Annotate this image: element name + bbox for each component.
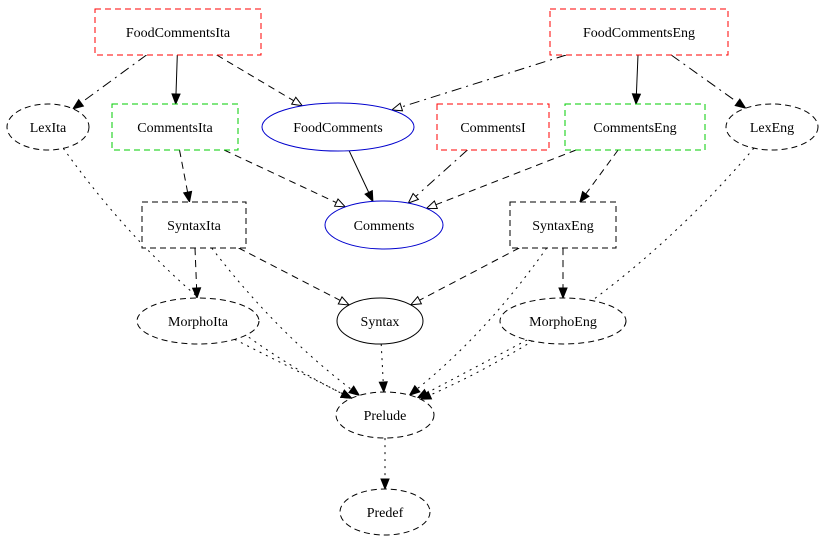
edge-FoodCommentsIta-CommentsIta: [175, 54, 178, 95]
FoodCommentsEng-shape: [549, 8, 729, 56]
edge-FoodComments-Comments: [348, 150, 370, 193]
edge-LexIta-Prelude: [62, 148, 343, 395]
edges-layer: [62, 54, 755, 491]
node-Syntax: Syntax: [336, 297, 424, 345]
arrowhead-filled-CommentsIta-SyntaxIta: [182, 190, 193, 204]
arrowhead-filled-MorphoEng-Prelude: [416, 388, 430, 399]
edge-SyntaxEng-Syntax: [419, 247, 520, 301]
Comments-label: Comments: [354, 219, 415, 234]
arrowhead-open-SyntaxEng-Syntax: [409, 295, 423, 306]
MorphoEng-shape: [499, 297, 627, 345]
arrowhead-filled-SyntaxEng-Prelude: [408, 384, 421, 396]
node-FoodComments: FoodComments: [261, 102, 415, 152]
MorphoIta-shape: [136, 297, 260, 345]
edge-Syntax-Prelude: [380, 343, 384, 383]
arrowhead-open-FoodCommentsEng-FoodComments: [390, 102, 404, 112]
LexIta-label: LexIta: [30, 121, 67, 136]
node-SyntaxEng: SyntaxEng: [509, 201, 617, 249]
node-FoodCommentsIta: FoodCommentsIta: [94, 8, 262, 56]
CommentsIta-shape: [111, 103, 239, 151]
node-Predef: Predef: [339, 488, 431, 536]
node-CommentsEng: CommentsEng: [564, 103, 706, 151]
node-MorphoIta: MorphoIta: [136, 297, 260, 345]
SyntaxIta-label: SyntaxIta: [167, 219, 221, 234]
LexEng-shape: [725, 103, 819, 151]
edge-FoodCommentsEng-FoodComments: [401, 54, 567, 108]
arrowhead-filled-FoodCommentsIta-CommentsIta: [171, 93, 181, 106]
edge-CommentsIta-SyntaxIta: [179, 149, 189, 193]
arrowhead-open-FoodCommentsIta-FoodComments: [290, 96, 304, 107]
Comments-shape: [324, 200, 444, 250]
Predef-label: Predef: [367, 506, 404, 521]
Prelude-shape: [335, 391, 435, 439]
edge-LexEng-Prelude: [429, 147, 755, 396]
arrowhead-filled-SyntaxIta-Prelude: [348, 385, 361, 397]
node-Comments: Comments: [324, 200, 444, 250]
edge-CommentsEng-Comments: [435, 149, 577, 206]
FoodComments-label: FoodComments: [293, 121, 382, 136]
MorphoIta-label: MorphoIta: [168, 315, 229, 330]
arrowhead-filled-CommentsEng-SyntaxEng: [579, 190, 590, 204]
MorphoEng-label: MorphoEng: [529, 315, 597, 330]
LexIta-shape: [6, 103, 90, 151]
Syntax-shape: [336, 297, 424, 345]
SyntaxEng-shape: [509, 201, 617, 249]
edge-FoodCommentsIta-FoodComments: [216, 54, 294, 102]
CommentsEng-shape: [564, 103, 706, 151]
Predef-shape: [339, 488, 431, 536]
arrowhead-filled-Syntax-Prelude: [378, 381, 388, 394]
node-MorphoEng: MorphoEng: [499, 297, 627, 345]
Syntax-label: Syntax: [361, 315, 400, 330]
edge-FoodCommentsEng-CommentsEng: [635, 54, 639, 95]
edge-SyntaxIta-Prelude: [211, 247, 352, 390]
arrowhead-filled-SyntaxIta-MorphoIta: [191, 287, 202, 300]
edge-SyntaxEng-Prelude: [416, 247, 548, 390]
arrowhead-filled-MorphoIta-Prelude: [340, 389, 353, 399]
arrowhead-filled-Prelude-Predef: [380, 478, 390, 491]
edge-CommentsI-Comments: [415, 149, 468, 197]
arrowhead-filled-SyntaxEng-MorphoEng: [558, 287, 568, 300]
edge-SyntaxIta-Syntax: [238, 247, 341, 301]
SyntaxIta-shape: [141, 201, 247, 249]
FoodCommentsIta-label: FoodCommentsIta: [126, 26, 231, 41]
arrowhead-open-CommentsIta-Comments: [333, 198, 347, 208]
edge-CommentsEng-SyntaxEng: [585, 149, 619, 195]
arrowhead-open-CommentsI-Comments: [407, 192, 420, 205]
arrowhead-open-CommentsEng-Comments: [425, 200, 439, 210]
edge-FoodCommentsIta-LexIta: [80, 54, 147, 104]
CommentsI-shape: [436, 103, 550, 151]
FoodCommentsEng-label: FoodCommentsEng: [583, 26, 695, 41]
arrowhead-filled-FoodComments-Comments: [364, 189, 374, 203]
node-CommentsI: CommentsI: [436, 103, 550, 151]
Prelude-label: Prelude: [364, 409, 407, 424]
node-FoodCommentsEng: FoodCommentsEng: [549, 8, 729, 56]
edge-CommentsIta-Comments: [223, 149, 337, 204]
node-LexIta: LexIta: [6, 103, 90, 151]
node-CommentsIta: CommentsIta: [111, 103, 239, 151]
arrowhead-open-SyntaxIta-Syntax: [337, 296, 351, 306]
edge-SyntaxIta-MorphoIta: [194, 247, 198, 289]
FoodComments-shape: [261, 102, 415, 152]
arrowhead-filled-FoodCommentsIta-LexIta: [71, 98, 85, 110]
FoodCommentsIta-shape: [94, 8, 262, 56]
CommentsIta-label: CommentsIta: [137, 121, 213, 136]
edge-FoodCommentsEng-LexEng: [670, 54, 738, 103]
arrowhead-filled-FoodCommentsEng-CommentsEng: [631, 93, 642, 106]
SyntaxEng-label: SyntaxEng: [532, 219, 593, 234]
node-SyntaxIta: SyntaxIta: [141, 201, 247, 249]
CommentsEng-label: CommentsEng: [593, 121, 676, 136]
node-LexEng: LexEng: [725, 103, 819, 151]
arrowhead-filled-FoodCommentsEng-LexEng: [734, 98, 747, 109]
LexEng-label: LexEng: [750, 121, 794, 136]
CommentsI-label: CommentsI: [460, 121, 526, 136]
node-Prelude: Prelude: [335, 391, 435, 439]
edge-MorphoEng-Prelude: [426, 339, 528, 394]
